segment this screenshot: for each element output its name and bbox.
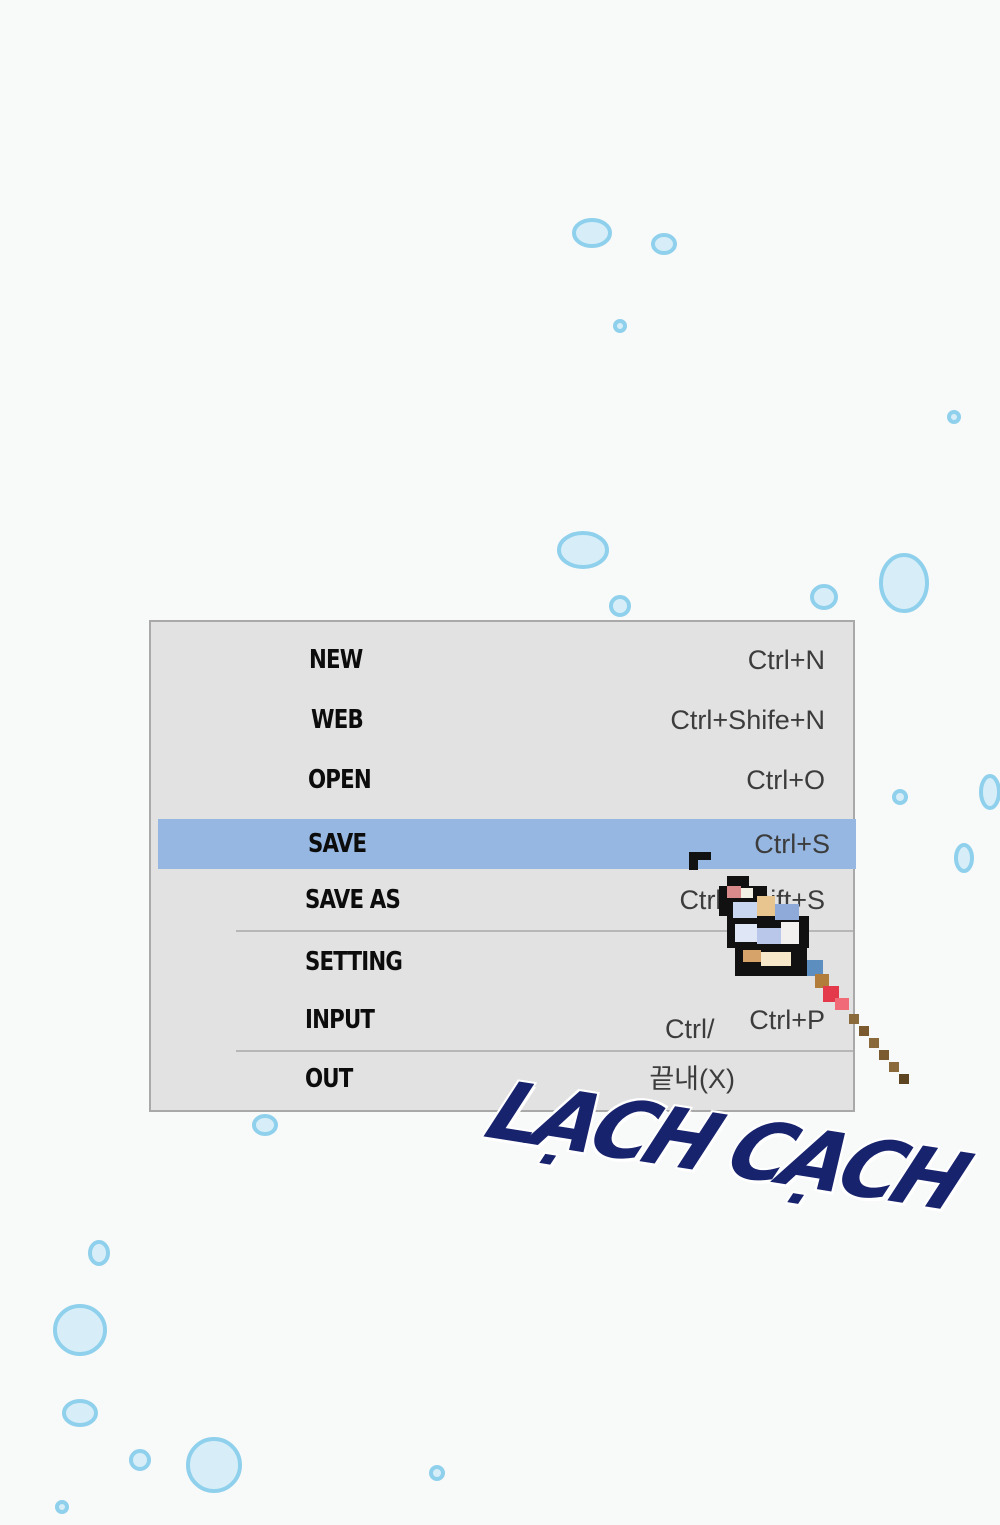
droplet — [62, 1399, 98, 1427]
droplet — [892, 789, 908, 805]
droplet — [429, 1465, 445, 1481]
menu-item-label: SAVE — [308, 829, 367, 859]
droplet — [55, 1500, 69, 1514]
menu-separator — [236, 1050, 853, 1052]
menu-item-out[interactable]: OUT 끝내(X) — [151, 1054, 853, 1104]
menu-item-label: SETTING — [305, 947, 403, 977]
menu-item-new[interactable]: NEW Ctrl+N — [151, 635, 853, 685]
droplet — [53, 1304, 107, 1356]
menu-item-setting[interactable]: SETTING — [151, 937, 853, 987]
menu-item-label: WEB — [311, 705, 364, 735]
menu-item-shortcut: Ctrl+P — [749, 1005, 825, 1035]
menu-item-label: OUT — [305, 1064, 353, 1094]
context-menu: NEW Ctrl+N WEB Ctrl+Shife+N OPEN Ctrl+O … — [149, 620, 856, 1112]
menu-extra-shortcut: Ctrl/ — [665, 1014, 715, 1044]
menu-item-shortcut: 끝내(X) — [649, 1064, 735, 1094]
droplet — [947, 410, 961, 424]
menu-item-label: OPEN — [308, 765, 372, 795]
droplet — [557, 531, 609, 569]
menu-item-save[interactable]: SAVE Ctrl+S — [158, 819, 856, 869]
menu-item-shortcut: Ctrl+N — [747, 645, 825, 675]
droplet — [613, 319, 627, 333]
droplet — [651, 233, 677, 255]
menu-item-shortcut: Ctrl+S — [754, 829, 830, 859]
droplet — [810, 584, 838, 610]
droplet — [252, 1114, 278, 1136]
menu-item-input[interactable]: INPUT Ctrl+P — [151, 995, 853, 1045]
droplet — [572, 218, 612, 248]
droplet — [979, 774, 1000, 810]
menu-item-label: NEW — [309, 645, 363, 675]
menu-item-web[interactable]: WEB Ctrl+Shife+N — [151, 695, 853, 745]
droplet — [609, 595, 631, 617]
menu-separator — [236, 930, 853, 932]
menu-item-open[interactable]: OPEN Ctrl+O — [151, 755, 853, 805]
menu-item-label: SAVE AS — [305, 885, 401, 915]
pixel-wand-cursor-icon — [689, 852, 909, 1084]
menu-item-shortcut: Ctrl+Shife+N — [670, 705, 825, 735]
droplet — [954, 843, 974, 873]
menu-item-label: INPUT — [305, 1005, 375, 1035]
droplet — [129, 1449, 151, 1471]
droplet — [88, 1240, 110, 1266]
menu-item-shortcut: Ctrl+O — [746, 765, 825, 795]
droplet — [186, 1437, 242, 1493]
droplet — [879, 553, 929, 613]
